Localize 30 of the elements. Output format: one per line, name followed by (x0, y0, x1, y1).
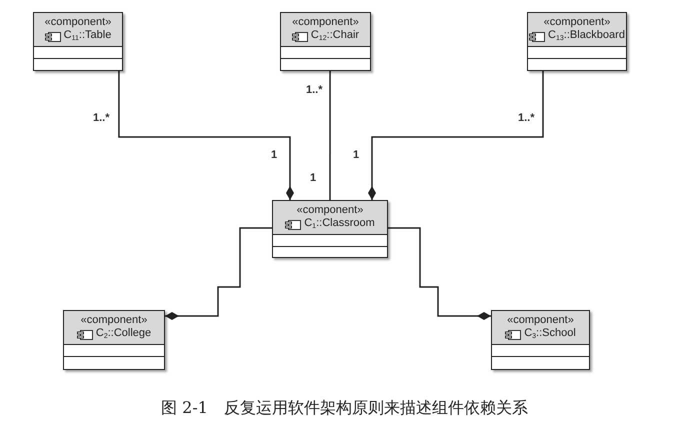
component-box (272, 200, 388, 258)
component-box (527, 12, 627, 71)
stereotype-label: «component» (542, 16, 612, 29)
component-box (280, 12, 371, 71)
composition-connector (368, 71, 544, 200)
figure-caption: 图 2-1 反复运用软件架构原则来描述组件依赖关系 (160, 398, 529, 419)
component-name: C$_{3}$::School (524, 327, 576, 342)
multiplicity-label: 1..* (306, 84, 323, 96)
multiplicity-label: 1..* (518, 112, 535, 124)
component-name: C$_{2}$::College (96, 327, 152, 342)
composition-connector (118, 71, 294, 200)
component-name: C$_{13}$::Blackboard (548, 29, 625, 44)
stereotype-label: «component» (291, 16, 360, 29)
component-name: C$_{1}$::Classroom (304, 217, 375, 232)
composition-connector (329, 71, 331, 200)
component-box (491, 310, 590, 370)
stereotype-label: «component» (44, 16, 112, 29)
component-name: C$_{11}$::Table (64, 29, 112, 44)
component-name: C$_{12}$::Chair (310, 29, 360, 44)
stereotype-label: «component» (506, 314, 575, 327)
stereotype-label: «component» (80, 314, 148, 327)
stereotype-label: «component» (296, 204, 364, 217)
multiplicity-label: 1 (353, 149, 360, 161)
multiplicity-label: 1 (271, 149, 278, 161)
composition-connector (388, 227, 491, 320)
multiplicity-label: 1 (310, 172, 316, 184)
composition-connector (165, 227, 272, 320)
component-box (33, 12, 123, 71)
multiplicity-label: 1..* (93, 112, 110, 124)
component-box (63, 310, 165, 370)
